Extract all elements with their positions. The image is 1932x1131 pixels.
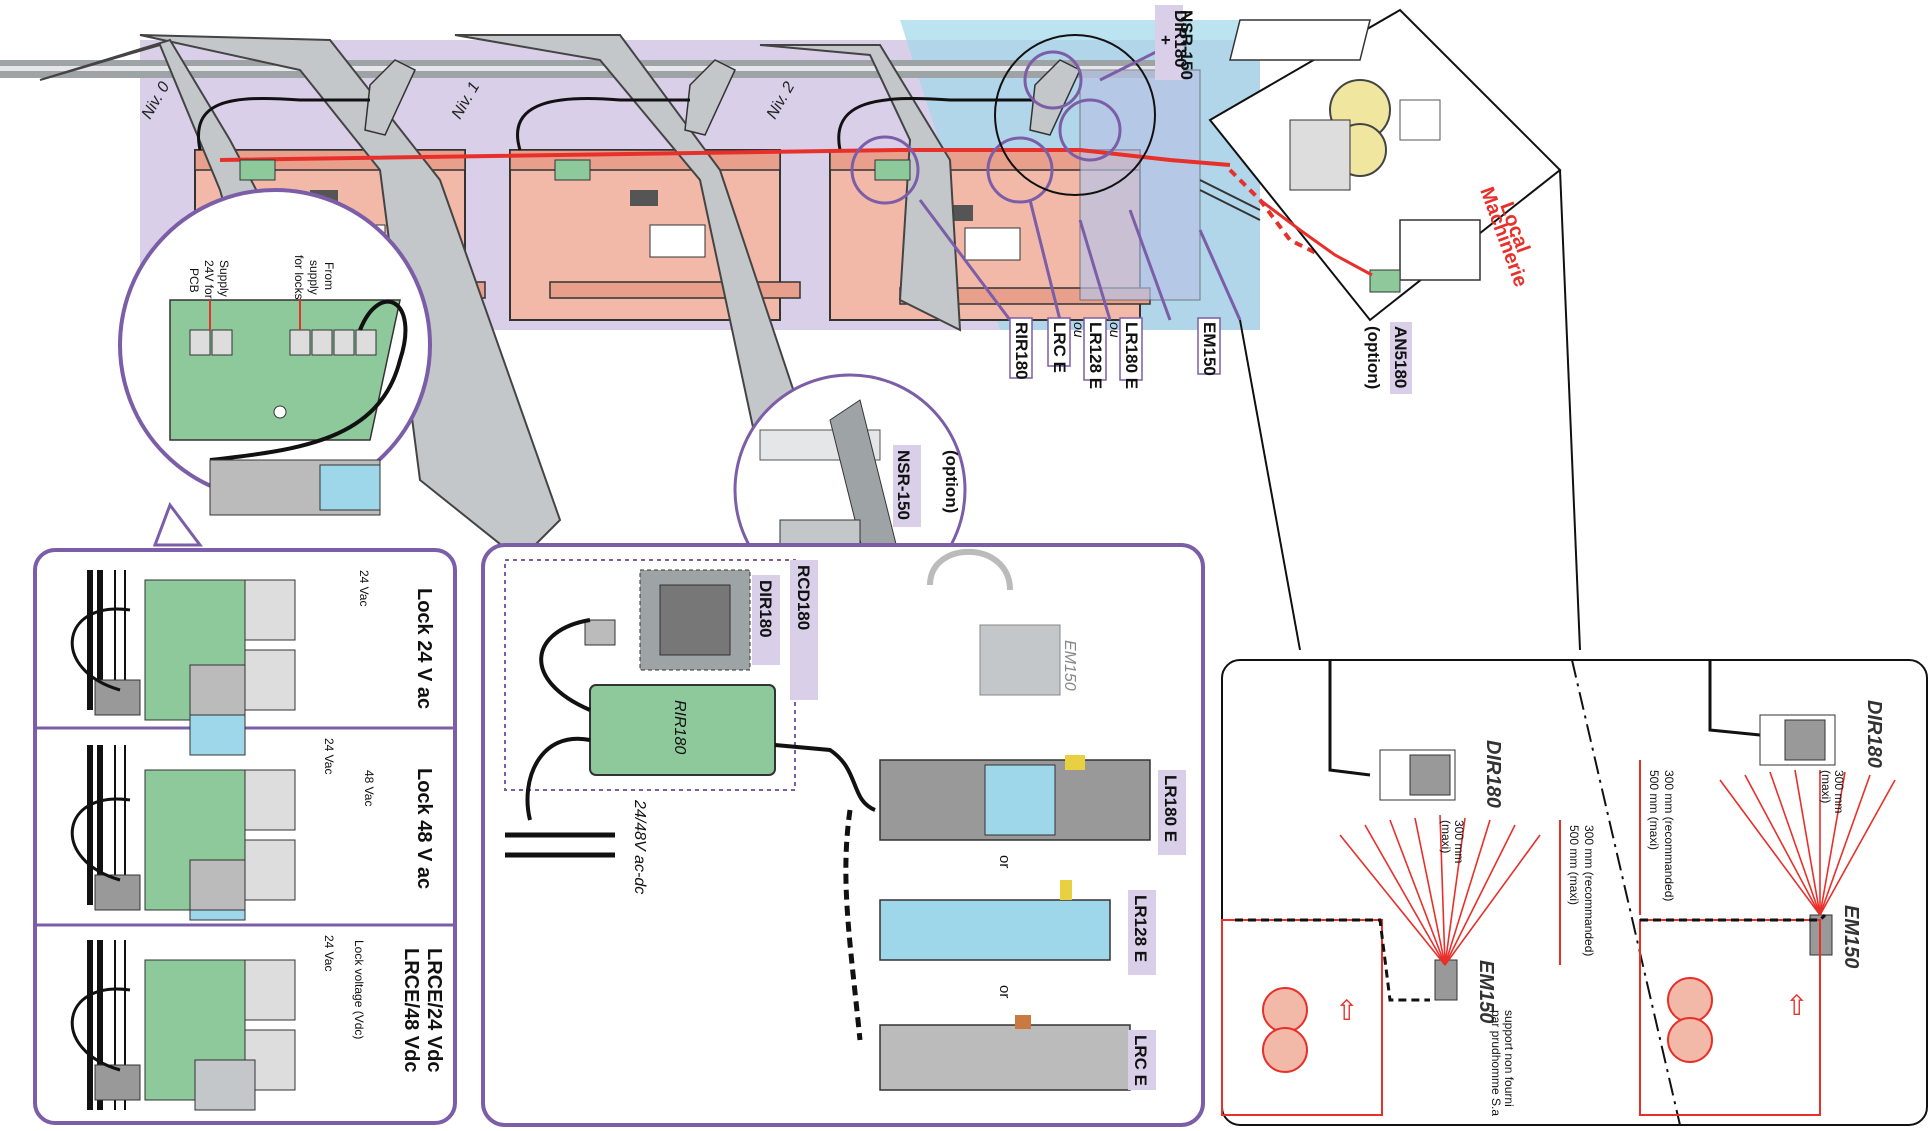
label-lr180e: LR180 E: [1122, 322, 1141, 389]
rcd180-lr128e-label: LR128 E: [1131, 895, 1150, 962]
highlight-circles: [850, 34, 1156, 205]
pcb-from-line2: supply: [307, 260, 321, 295]
pcb-supply-line2: 24V for: [202, 260, 216, 299]
red-power-cable: [219, 148, 1231, 167]
label-em150: EM150: [1200, 322, 1219, 376]
pcb-supply-line1: Supply: [217, 260, 231, 297]
top-labels: DIR180 + NSR-150 RIR180 LRC E ou LR128 E…: [1009, 5, 1412, 394]
lock-panel-2-title: Lock 48 V ac: [413, 768, 435, 889]
label-dir180: DIR180: [1171, 10, 1190, 68]
pcb-from-line1: From: [322, 262, 336, 290]
lock-panel-lrce: LRCE/24 Vdc LRCE/48 Vdc 24 Vac Lock volt…: [70, 935, 445, 1111]
label-ou2: ou: [1107, 322, 1123, 338]
lock-panel-2-volt2: 48 Vac: [362, 770, 376, 806]
rcd180-rir180-label: RIR180: [671, 700, 688, 754]
nsr150-detail-label: NSR-150: [894, 450, 913, 520]
sensor-rec-b: 300 mm (recommanded): [1662, 770, 1676, 901]
green-receivers: [239, 159, 911, 181]
rcd180-panel: RCD180 DIR180 RIR180 EM150 24/48V ac-dc …: [481, 543, 1205, 1127]
sensor-panel: DIR180 EM150 300 mm (maxi) 300 mm (recom…: [1221, 659, 1928, 1126]
control-cables: [197, 97, 1035, 151]
top-receivers: [364, 59, 1081, 136]
rcd180-or1: or: [996, 855, 1013, 868]
sensor-em150-b: EM150: [1840, 905, 1862, 968]
sensor-dir180-b: DIR180: [1863, 700, 1885, 768]
rcd180-supply-label: 24/48V ac-dc: [631, 799, 648, 894]
machine-room: Local Machinerie: [1199, 8, 1581, 651]
label-an5180-option: (option): [1364, 326, 1383, 389]
label-lr128e: LR128 E: [1086, 322, 1105, 389]
lock-panel-3-note: Lock voltage (Vdc): [352, 940, 366, 1039]
sensor-arrow-a: ⇧: [1335, 995, 1358, 1026]
pcb-detail: Supply 24V for PCB From supply for locks: [118, 188, 432, 547]
sensor-dist300-b: 300 mm: [1832, 770, 1846, 813]
sensor-em150-a: EM150: [1475, 960, 1497, 1023]
leader-lines: [918, 48, 1242, 321]
sensor-arrow-b: ⇧: [1785, 990, 1808, 1021]
lock-panel-2-volt1: 24 Vac: [322, 738, 336, 774]
rcd180-lr180e-label: LR180 E: [1161, 775, 1180, 842]
label-rir180: RIR180: [1012, 322, 1031, 380]
lock-panel-1-volt1: 24 Vac: [357, 570, 371, 606]
sensor-support-1: support non fourni: [1502, 1010, 1516, 1107]
pcb-from-line3: for locks: [292, 255, 306, 300]
sensor-maxi-b: (maxi): [1819, 770, 1833, 803]
lock-panel-48vac: Lock 48 V ac 24 Vac 48 Vac: [70, 738, 435, 921]
rcd180-label: RCD180: [794, 565, 813, 630]
rcd180-lrce-label: LRC E: [1131, 1035, 1150, 1086]
lock-panel-1-title: Lock 24 V ac: [413, 588, 435, 709]
lock-panel-3-volt1: 24 Vac: [322, 935, 336, 971]
lock-panel-24vac: Lock 24 V ac 24 Vac: [70, 570, 435, 756]
sensor-rec-a: 300 mm (recommanded): [1582, 825, 1596, 956]
sensor-max-a: 500 mm (maxi): [1567, 825, 1581, 905]
sensor-support-2: par prudhomme S.a: [1489, 1010, 1503, 1116]
label-nsr150: NSR-150: [1177, 10, 1196, 80]
lock-panel-3-title2: LRCE/48 Vdc: [400, 948, 422, 1072]
label-lrce: LRC E: [1050, 322, 1069, 373]
rcd180-or2: or: [996, 985, 1013, 998]
sensor-maxi-a: (maxi): [1439, 820, 1453, 853]
label-an5180: AN5180: [1391, 326, 1410, 388]
sensor-dist300-a: 300 mm: [1452, 820, 1466, 863]
nsr150-detail-option: (option): [942, 450, 961, 513]
pcb-supply-line3: PCB: [187, 268, 201, 293]
sensor-dir180-a: DIR180: [1482, 740, 1504, 808]
label-ou1: ou: [1071, 322, 1087, 338]
lock-panel-3-title: LRCE/24 Vdc: [423, 948, 445, 1072]
sensor-max-b: 500 mm (maxi): [1647, 770, 1661, 850]
rcd180-dir180-label: DIR180: [756, 580, 775, 638]
label-plus: +: [1156, 35, 1175, 45]
rcd180-em150-label: EM150: [1061, 640, 1078, 691]
